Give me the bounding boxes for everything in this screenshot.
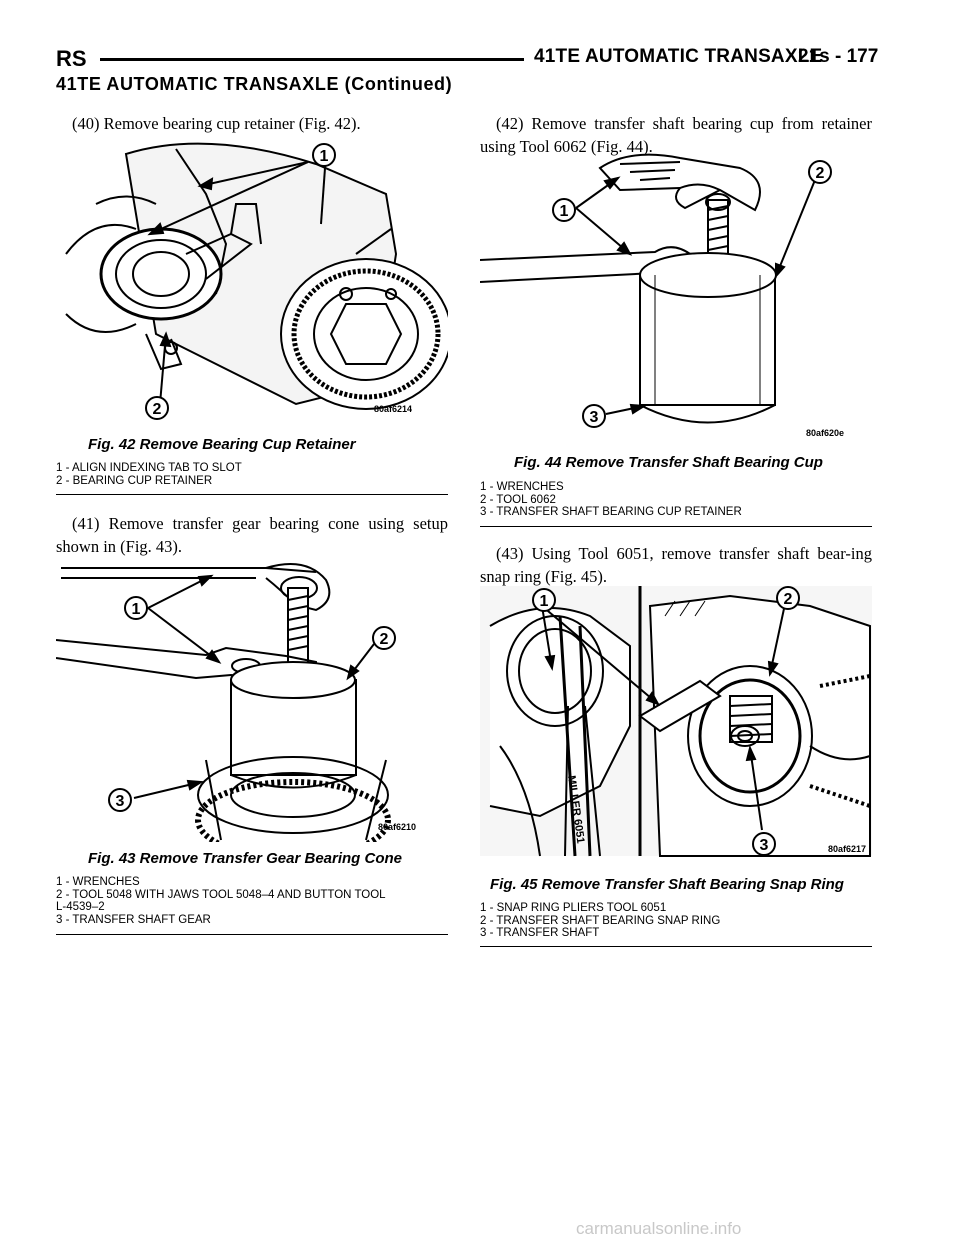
figure-45-rule [480, 946, 872, 947]
fig45-callout-1-label: 1 [540, 593, 549, 610]
continued-title: 41TE AUTOMATIC TRANSAXLE (Continued) [56, 74, 453, 94]
fig44-legend-item: 2 - TOOL 6062 [480, 493, 556, 506]
fig45-callout-3-label: 3 [760, 837, 769, 854]
figure-42-caption: Fig. 42 Remove Bearing Cup Retainer [88, 436, 356, 453]
fig45-callout-2: 2 [776, 586, 800, 610]
figure-45-legend: 1 - SNAP RING PLIERS TOOL 6051 2 - TRANS… [480, 902, 872, 940]
figure-44-legend: 1 - WRENCHES 2 - TOOL 6062 3 - TRANSFER … [480, 481, 872, 519]
figure-42-legend: 1 - ALIGN INDEXING TAB TO SLOT 2 - BEARI… [56, 462, 448, 487]
fig43-legend-item: 2 - TOOL 5048 WITH JAWS TOOL 5048–4 AND … [56, 888, 386, 914]
fig42-legend-item: 1 - ALIGN INDEXING TAB TO SLOT [56, 462, 242, 474]
fig42-callout-1-label: 1 [320, 148, 329, 165]
fig44-code: 80af620e [806, 428, 844, 438]
fig45-legend-item: 1 - SNAP RING PLIERS TOOL 6051 [480, 902, 667, 914]
fig44-legend-item: 3 - TRANSFER SHAFT BEARING CUP RETAINER [480, 506, 742, 518]
fig45-callout-1: 1 [532, 588, 556, 612]
step-43: (43) Using Tool 6051, remove transfer sh… [480, 542, 872, 588]
figure-45-caption: Fig. 45 Remove Transfer Shaft Bearing Sn… [490, 876, 844, 893]
fig42-callout-1: 1 [312, 143, 336, 167]
figure-43-legend: 1 - WRENCHES 2 - TOOL 5048 WITH JAWS TOO… [56, 876, 448, 926]
step-43-text: (43) Using Tool 6051, remove transfer sh… [480, 544, 872, 586]
figure-42-illustration: 1 2 80af6214 [56, 134, 452, 424]
fig44-callout-1-label: 1 [560, 203, 569, 220]
fig45-legend-item: 3 - TRANSFER SHAFT [480, 927, 600, 939]
fig43-code: 80af6210 [378, 822, 416, 832]
step-42-text: (42) Remove transfer shaft bearing cup f… [480, 114, 872, 156]
fig43-callout-2: 2 [372, 626, 396, 650]
figure-44-illustration: 1 2 3 80af620e [479, 150, 872, 440]
fig43-callout-3-label: 3 [116, 793, 125, 810]
fig42-callout-2-label: 2 [153, 401, 162, 418]
figure-45-illustration: MILLER 6051 1 2 3 80af6217 [480, 586, 872, 862]
fig44-callout-3: 3 [582, 404, 606, 428]
fig43-callout-3: 3 [108, 788, 132, 812]
fig44-callout-1: 1 [552, 198, 576, 222]
fig43-legend-item: 3 - TRANSFER SHAFT GEAR [56, 913, 211, 926]
step-40-text: (40) Remove bearing cup retainer (Fig. 4… [72, 114, 361, 133]
figure-42-rule [56, 494, 448, 495]
figure-43-caption: Fig. 43 Remove Transfer Gear Bearing Con… [88, 850, 402, 867]
step-41-text: (41) Remove transfer gear bearing cone u… [56, 514, 448, 556]
header-rule [100, 58, 524, 61]
fig44-callout-2: 2 [808, 160, 832, 184]
fig44-callout-2-label: 2 [816, 165, 825, 182]
figure-44-caption: Fig. 44 Remove Transfer Shaft Bearing Cu… [514, 454, 823, 471]
fig45-callout-3: 3 [752, 832, 776, 856]
figure-43-rule [56, 934, 448, 935]
step-40: (40) Remove bearing cup retainer (Fig. 4… [56, 112, 448, 135]
step-42: (42) Remove transfer shaft bearing cup f… [480, 112, 872, 158]
fig44-legend-item: 1 - WRENCHES [480, 481, 564, 493]
fig42-code: 80af6214 [374, 404, 412, 414]
fig45-legend-item: 2 - TRANSFER SHAFT BEARING SNAP RING [480, 914, 721, 927]
step-41: (41) Remove transfer gear bearing cone u… [56, 512, 448, 558]
header-page-number: 21s - 177 [798, 46, 879, 67]
fig42-callout-2: 2 [145, 396, 169, 420]
footer-watermark: carmanualsonline.info [576, 1219, 742, 1238]
figure-43-illustration: 1 2 3 80af6210 [55, 560, 448, 861]
figure-44-rule [480, 526, 872, 527]
fig42-legend-item: 2 - BEARING CUP RETAINER [56, 474, 213, 487]
header-title: 41TE AUTOMATIC TRANSAXLE [534, 46, 823, 67]
fig43-callout-1-label: 1 [132, 601, 141, 618]
fig43-callout-2-label: 2 [380, 631, 389, 648]
fig43-callout-1: 1 [124, 596, 148, 620]
fig43-legend-item: 1 - WRENCHES [56, 876, 140, 888]
fig44-callout-3-label: 3 [590, 409, 599, 426]
header-section: RS [56, 46, 87, 71]
fig45-code: 80af6217 [828, 844, 866, 854]
fig45-callout-2-label: 2 [784, 591, 793, 608]
